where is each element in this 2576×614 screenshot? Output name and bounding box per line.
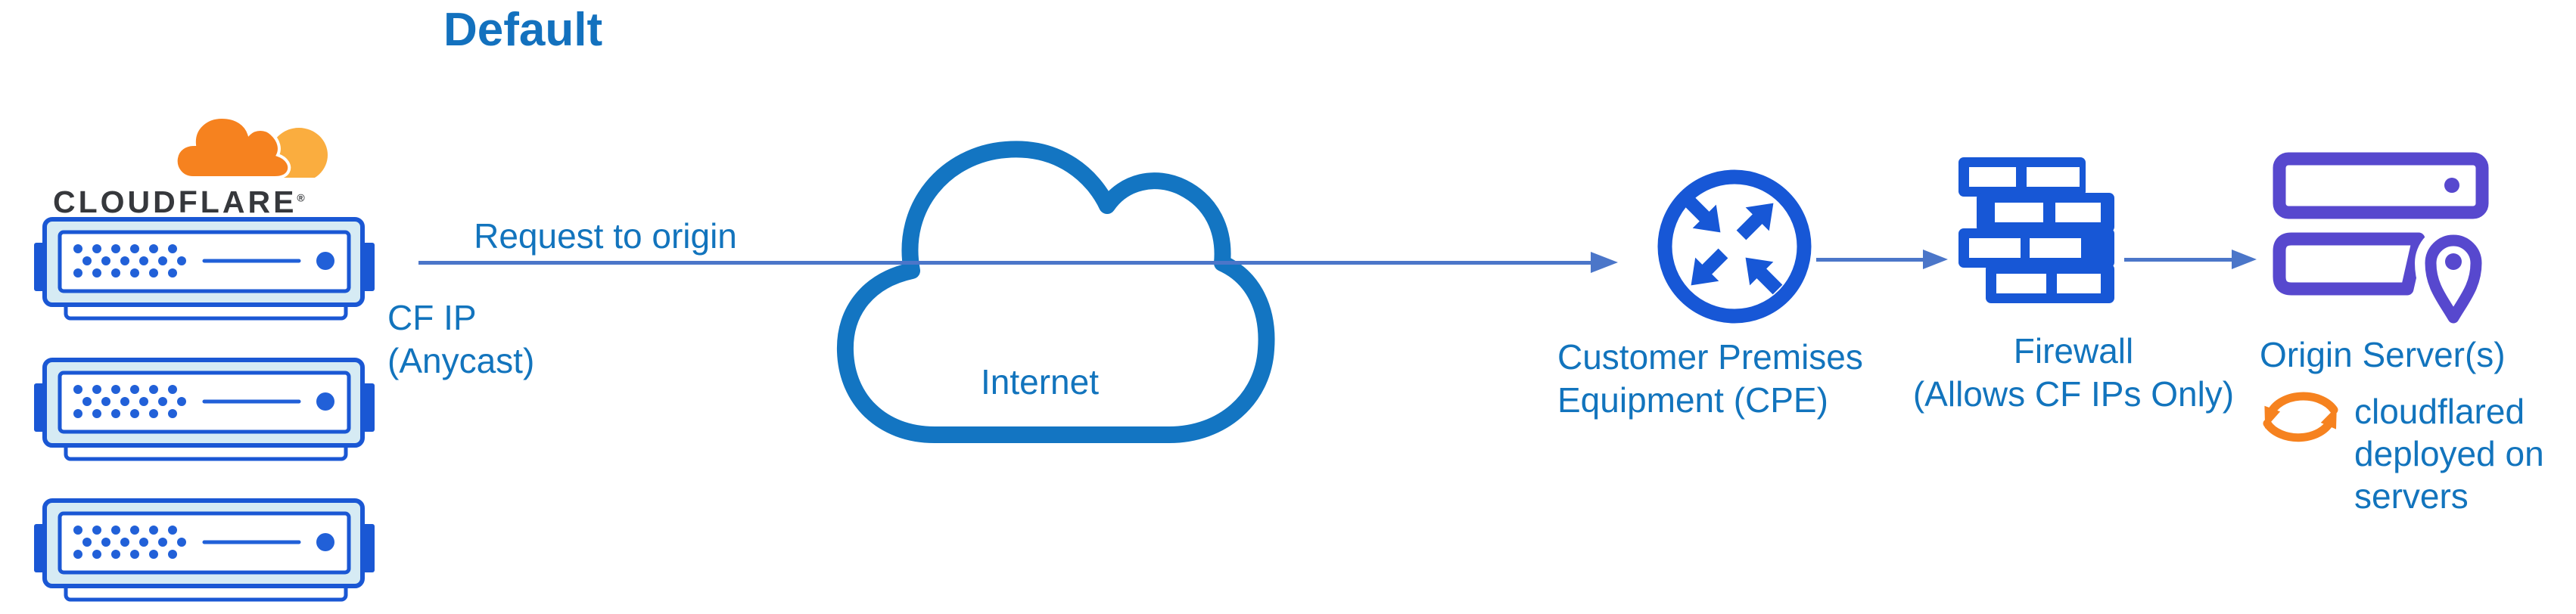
request-to-origin-arrow	[418, 252, 1629, 274]
location-pin-icon	[2425, 234, 2482, 324]
cloudflare-logo-cloud-icon	[174, 115, 328, 179]
cpe-label-line1: Customer Premises	[1557, 337, 1863, 377]
cpe-label: Customer Premises Equipment (CPE)	[1557, 336, 1863, 422]
registered-trademark-symbol: ®	[297, 191, 305, 204]
internet-cloud-icon	[836, 141, 1275, 443]
firewall-label-line2: (Allows CF IPs Only)	[1912, 374, 2235, 414]
cf-ip-anycast-label: CF IP (Anycast)	[387, 296, 534, 383]
cloudflare-edge-server-icon	[34, 498, 375, 604]
cloudflare-edge-server-icon	[34, 358, 375, 464]
arrow-head	[1923, 250, 1948, 269]
anycast-line: (Anycast)	[387, 341, 535, 380]
cpe-to-firewall-arrow	[1816, 249, 1952, 271]
cf-ip-line: CF IP	[387, 298, 477, 337]
cloudflare-edge-server-icon	[34, 217, 375, 323]
cpe-label-line2: Equipment (CPE)	[1557, 380, 1828, 420]
firewall-icon	[1958, 157, 2114, 303]
page-title: Default	[443, 4, 603, 56]
arrow-head	[2232, 250, 2257, 269]
cloudflare-wordmark-text: CLOUDFLARE	[53, 185, 297, 219]
request-to-origin-label: Request to origin	[474, 216, 737, 256]
cpe-router-icon	[1657, 169, 1812, 324]
firewall-label-line1: Firewall	[2013, 331, 2134, 371]
cloudflared-sync-icon	[2263, 392, 2338, 442]
origin-servers-label: Origin Server(s)	[2260, 335, 2506, 374]
cloudflared-note: cloudflared deployed on servers	[2354, 392, 2544, 516]
firewall-to-origin-arrow	[2124, 249, 2260, 271]
cloudflare-wordmark: CLOUDFLARE®	[53, 185, 356, 220]
origin-servers-icon	[2273, 152, 2491, 327]
arrow-shaft	[1816, 258, 1923, 262]
arrow-shaft	[2124, 258, 2232, 262]
internet-label: Internet	[981, 362, 1099, 402]
arrow-shaft	[418, 261, 1591, 265]
arrow-head	[1591, 252, 1618, 273]
firewall-label: Firewall (Allows CF IPs Only)	[1899, 330, 2248, 416]
